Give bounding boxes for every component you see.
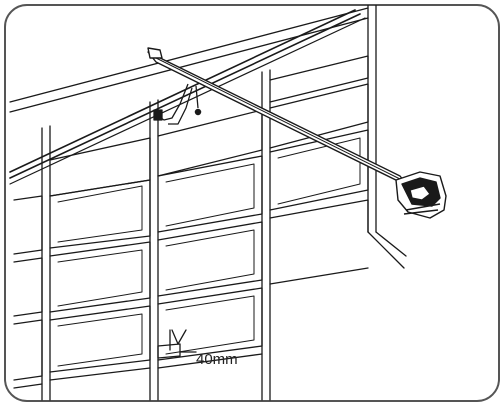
door-top-edge bbox=[9, 7, 369, 103]
garage-door-opener-motor-icon bbox=[395, 171, 447, 219]
floor-line bbox=[367, 231, 405, 269]
header-rail-line-1 bbox=[9, 9, 356, 173]
floor-line-inner bbox=[375, 231, 407, 257]
door-top-edge-inner bbox=[9, 17, 369, 113]
spacer-block bbox=[157, 329, 197, 359]
header-bracket bbox=[153, 83, 202, 125]
bracket-mount bbox=[153, 109, 163, 121]
dimension-label: 40mm bbox=[196, 351, 238, 368]
garage-door bbox=[9, 5, 407, 401]
header-rail-line-2 bbox=[9, 13, 361, 179]
door-panels bbox=[13, 55, 369, 401]
